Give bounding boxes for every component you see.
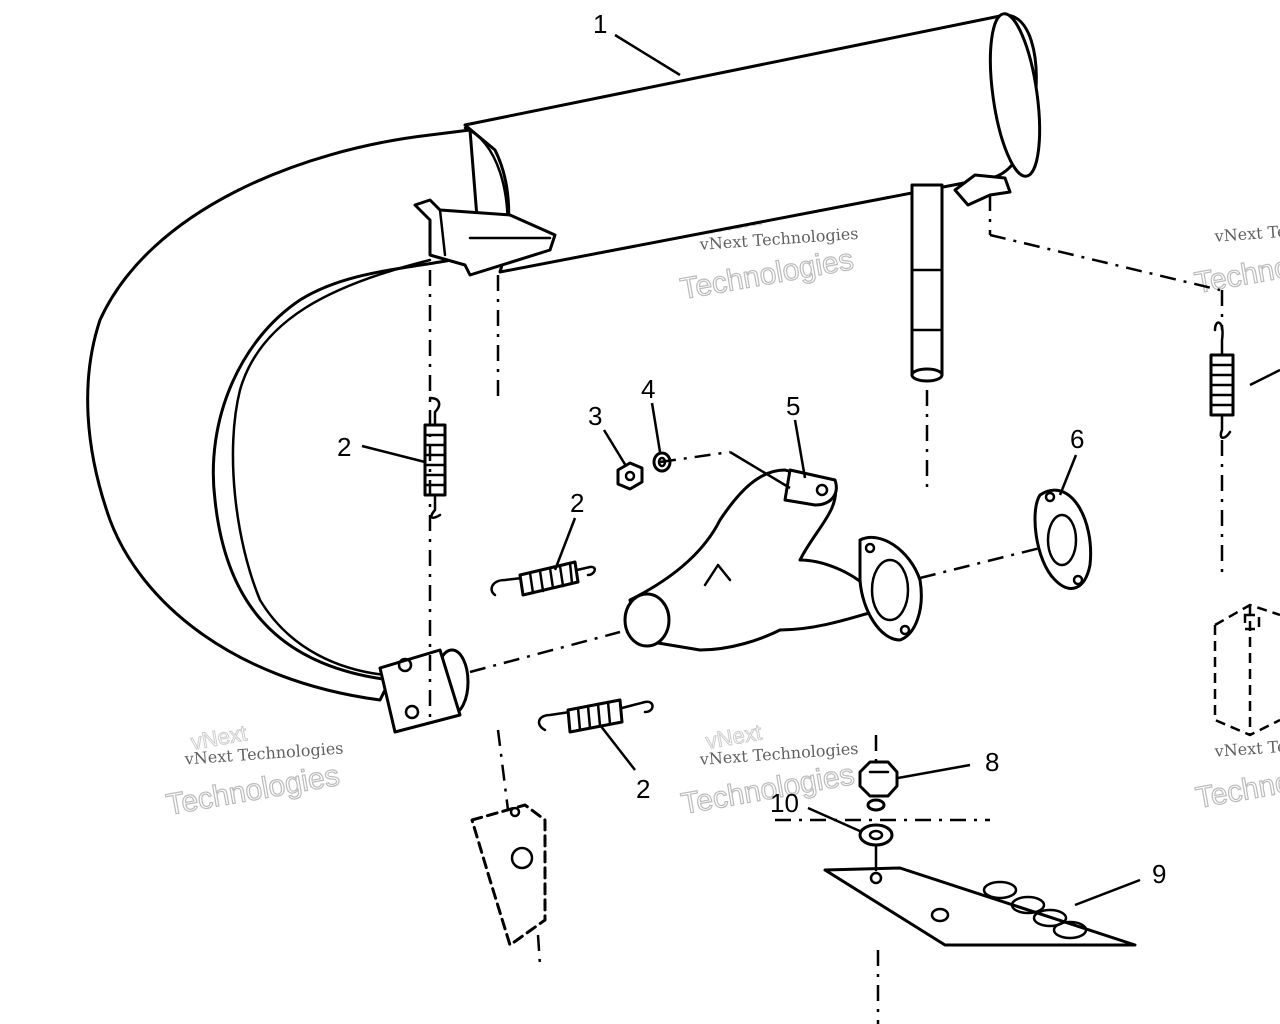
callout-3: 3	[588, 401, 602, 431]
manifold-ridge	[703, 563, 732, 587]
grommet-hole	[868, 829, 884, 841]
plate-bolt-hole	[869, 871, 883, 885]
spring-hook	[490, 576, 524, 597]
callout-9: 9	[1152, 859, 1166, 889]
flange-bolt-hole	[815, 483, 829, 497]
watermark-large-line2: Technologies	[1193, 752, 1280, 815]
spring-hook	[1213, 321, 1224, 357]
leader-line	[614, 33, 681, 77]
leader-line	[361, 444, 426, 464]
outlet-tube-end	[910, 367, 944, 383]
plate-hole	[982, 880, 1018, 900]
chassis-bracket-right	[1213, 603, 1280, 737]
assembly-line	[989, 233, 1221, 292]
grommet-washer	[858, 823, 894, 847]
callout-6: 6	[1070, 424, 1084, 454]
leader-line	[650, 402, 662, 453]
leader-lines	[361, 33, 1280, 907]
plate-hole	[1010, 895, 1046, 915]
assembly-line	[919, 546, 1041, 580]
plate-hole	[1052, 920, 1088, 940]
callout-8: 8	[985, 747, 999, 777]
spring-center-lower	[537, 698, 654, 734]
bracket-hole	[509, 806, 521, 818]
plate-hole	[930, 907, 950, 923]
plate-hole	[1032, 908, 1068, 928]
leader-line	[553, 517, 577, 571]
gasket-bore	[1046, 513, 1078, 567]
leader-line	[793, 419, 807, 479]
pipe-inlet-hook	[404, 704, 420, 720]
spring-left	[423, 396, 447, 519]
callout-2-left: 2	[337, 432, 351, 462]
watermark-large-line2: Technologies	[164, 759, 342, 822]
bolt	[858, 760, 899, 812]
pipe-inlet-sleeve	[378, 648, 462, 734]
spring-center-upper	[490, 560, 596, 597]
spring-hook	[1219, 413, 1232, 439]
spring-coils	[423, 433, 447, 487]
y-manifold-flange-upper	[783, 468, 838, 507]
watermark-right-top: Technologies	[1192, 237, 1280, 301]
assembly-line	[496, 729, 510, 811]
watermark-small: vNext Technologies	[1213, 216, 1280, 246]
gasket-bolt-hole	[1072, 574, 1084, 586]
leader-line	[602, 429, 628, 467]
callout-2-center: 2	[570, 488, 584, 518]
bracket-detail	[438, 208, 552, 257]
spring-hook	[428, 396, 441, 427]
leader-line	[807, 806, 863, 834]
callout-1: 1	[593, 9, 607, 39]
spring-hook	[575, 565, 596, 577]
pipe-inlet-hook	[397, 657, 413, 673]
assembly-line	[659, 450, 731, 464]
callout-2-bottom: 2	[636, 774, 650, 804]
callout-5: 5	[786, 391, 800, 421]
spring-hook	[430, 493, 442, 519]
y-manifold-flange-lower	[858, 535, 923, 642]
heat-shield-plate	[823, 866, 1137, 947]
flange-bore	[870, 558, 910, 622]
callout-10: 10	[770, 788, 799, 818]
spring-hook	[537, 710, 572, 732]
pipe-inner-line	[231, 258, 432, 677]
callout-4: 4	[641, 374, 655, 404]
gasket	[1033, 488, 1093, 590]
watermark-right-bottom: Technologies	[1193, 751, 1280, 815]
assembly-lines	[428, 195, 1224, 1024]
watermark-large-line2: Technologies	[1192, 237, 1280, 300]
muffler-end-cap	[988, 12, 1042, 178]
assembly-line	[469, 630, 621, 674]
muffler-assembly	[86, 12, 1042, 734]
y-manifold	[623, 468, 923, 652]
assembly-line	[536, 934, 542, 966]
lock-washer	[866, 798, 886, 812]
leader-line	[1249, 368, 1280, 387]
nut-hole	[624, 470, 636, 482]
muffler-outlet-tube	[910, 183, 944, 377]
watermark-small: vNext Technologies	[1213, 731, 1280, 761]
y-manifold-body	[628, 468, 882, 652]
spring-coils	[1209, 363, 1235, 407]
bracket-hole	[510, 846, 534, 870]
callout-labels: 1 2 2 2 3 4 5 6 8 9 10	[337, 9, 1166, 889]
chassis-bracket-left	[470, 803, 547, 947]
gasket-bolt-hole	[1044, 491, 1056, 503]
spring-right	[1209, 321, 1235, 439]
nut	[616, 461, 644, 491]
leader-line	[729, 450, 791, 490]
y-manifold-outlet	[623, 592, 671, 648]
leader-line	[599, 724, 636, 771]
leader-line	[897, 763, 971, 780]
spring-coils	[528, 561, 574, 595]
muffler-hook-tab	[953, 173, 1012, 207]
leader-line	[1074, 878, 1141, 907]
flange-bolt-hole	[899, 624, 911, 636]
leader-line	[1058, 454, 1078, 496]
spring-coils	[576, 700, 612, 732]
flange-bolt-hole	[864, 542, 876, 554]
exhaust-pipe-bend	[86, 128, 482, 702]
spring-hook	[620, 700, 654, 714]
